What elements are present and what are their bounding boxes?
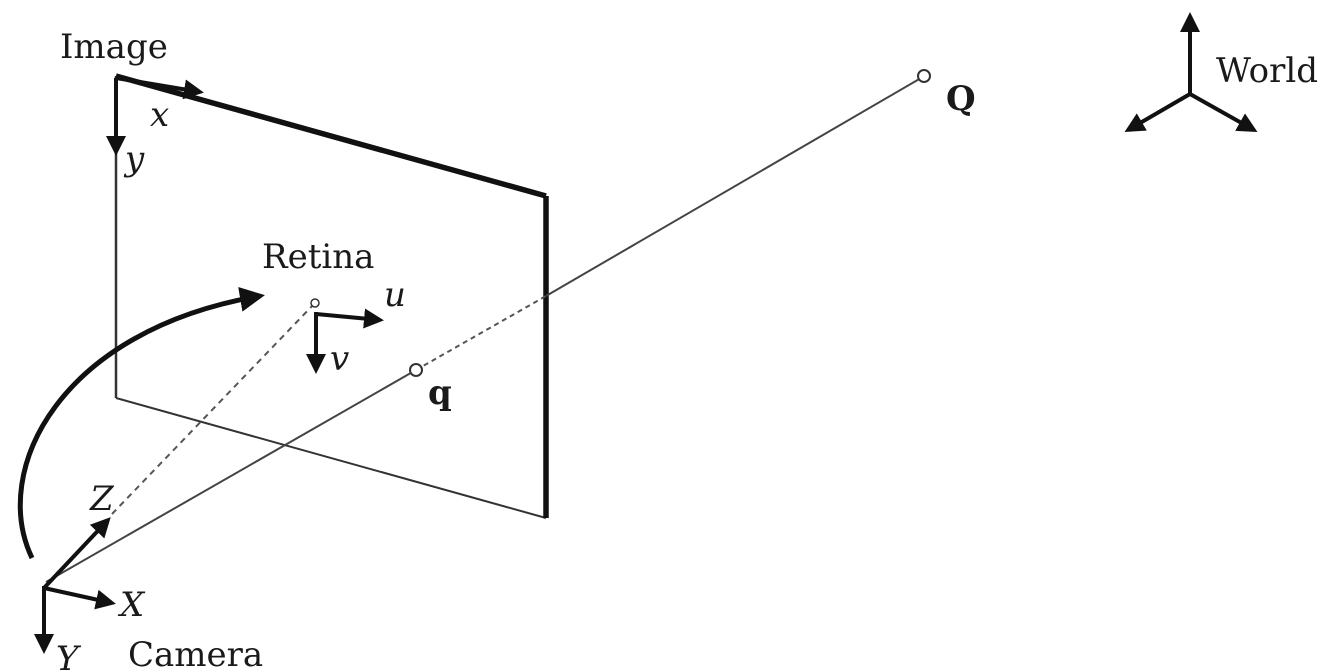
ray-segment-q-to-plane-dashed — [415, 295, 547, 371]
optical-axis-dashed — [111, 302, 316, 515]
transformation-curved-arrow — [17, 287, 265, 560]
camera-axes — [34, 517, 116, 654]
point-Q-label: Q — [946, 79, 976, 119]
image-plane-top-edge — [115, 73, 547, 199]
camera-X-axis-arrow — [43, 586, 116, 610]
retina-v-label: v — [330, 339, 349, 379]
ray-segment-plane-to-Q — [545, 77, 922, 297]
retina-axes — [306, 308, 384, 374]
image-x-label: x — [150, 95, 169, 135]
camera-Z-label: Z — [89, 479, 115, 519]
ray-segment-camera-to-q — [45, 369, 417, 583]
world-left-axis-arrow — [1124, 92, 1192, 133]
image-x-axis-arrow — [115, 76, 204, 100]
point-q-marker — [409, 363, 423, 377]
image-plane — [114, 73, 549, 519]
image-axes — [106, 76, 204, 156]
world-axes-icon — [1124, 12, 1258, 133]
point-q-label: q — [428, 373, 452, 413]
retina-u-label: u — [384, 275, 406, 315]
retina-u-axis-arrow — [315, 308, 384, 329]
principal-point-marker — [310, 298, 320, 308]
image-label: Image — [60, 27, 168, 67]
image-plane-bottom-edge — [115, 397, 547, 519]
image-y-label: y — [123, 139, 145, 179]
projection-ray — [45, 77, 922, 583]
world-label: World — [1216, 51, 1318, 91]
camera-X-label: X — [117, 585, 146, 625]
camera-label: Camera — [128, 635, 263, 672]
world-right-axis-arrow — [1189, 92, 1258, 132]
point-Q-marker — [917, 69, 931, 83]
camera-Z-axis-arrow — [42, 517, 111, 590]
camera-Y-label: Y — [56, 639, 82, 672]
retina-label: Retina — [262, 237, 374, 277]
